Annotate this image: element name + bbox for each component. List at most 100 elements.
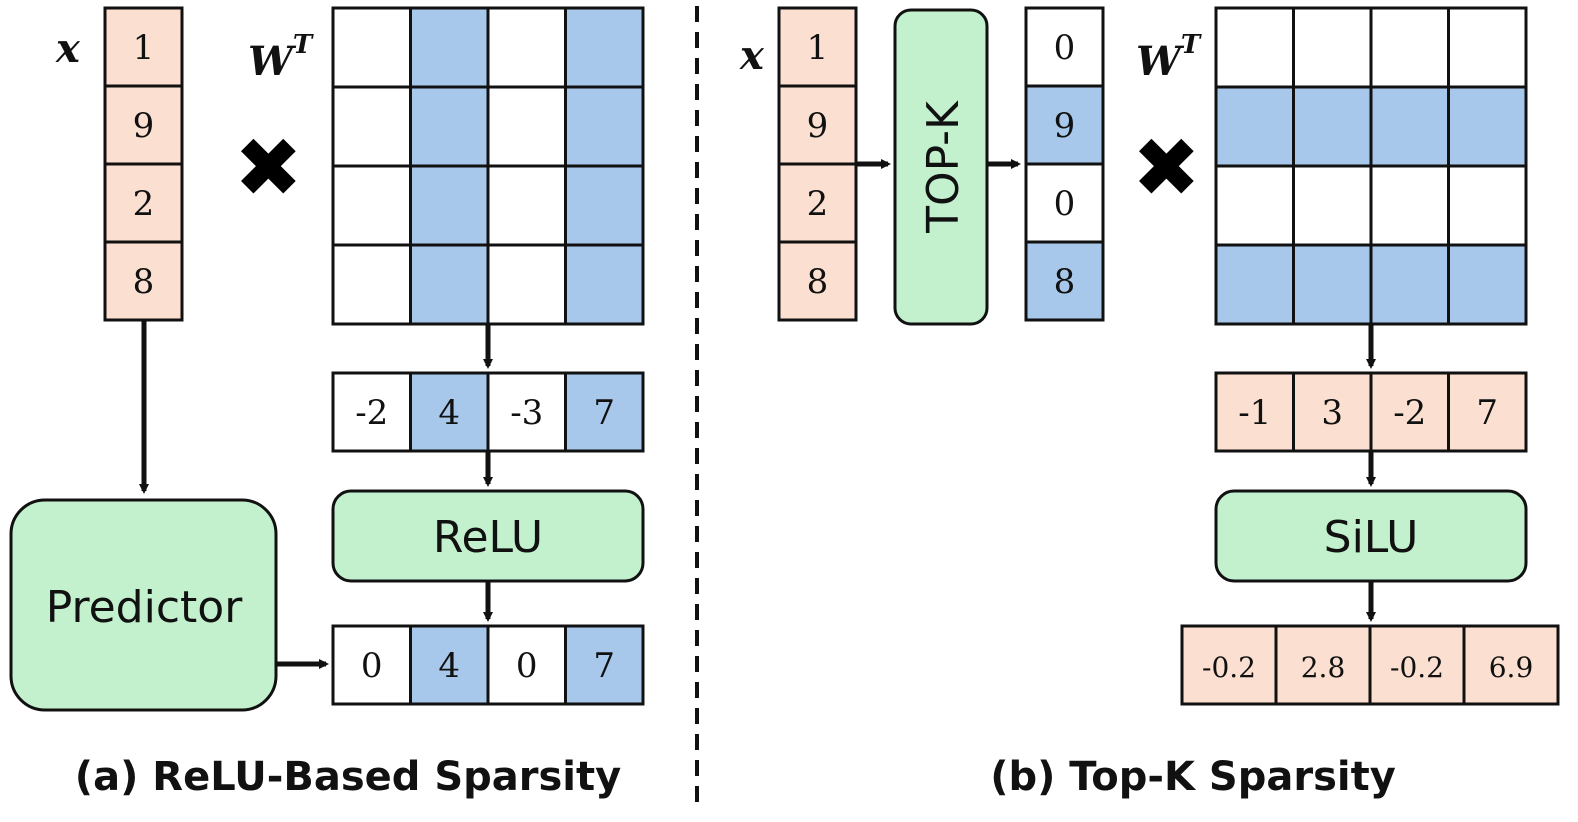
right-topk-cell: [1024, 240, 1105, 322]
right-matrix-cell: [1292, 85, 1373, 168]
right-x-cell-value: 2: [807, 184, 829, 224]
right-topk-vector: 0 9 0 8: [1024, 6, 1105, 322]
right-w-label: WT: [1136, 30, 1202, 85]
left-x-cell-value: 2: [133, 184, 155, 224]
right-topk-cell-value: 0: [1054, 184, 1076, 224]
left-pre-cell-value: 4: [438, 393, 460, 433]
left-x-label: x: [55, 25, 81, 72]
right-x-cell-value: 9: [807, 106, 829, 146]
right-x-cell: [777, 162, 858, 244]
right-post-cell: [1180, 624, 1278, 706]
left-matrix-cell: [331, 85, 412, 168]
right-matrix-cell: [1292, 164, 1373, 247]
right-pre-cell-value: -1: [1238, 393, 1271, 433]
relu-label: ReLU: [433, 512, 543, 563]
right-topk-cell: [1024, 84, 1105, 166]
right-topk-cell: [1024, 162, 1105, 244]
left-pre-cell: [564, 371, 645, 453]
left-matrix-cell: [564, 243, 645, 326]
left-matrix-cell: [331, 243, 412, 326]
right-caption: (b) Top-K Sparsity: [990, 754, 1396, 800]
right-pre-activation-vector: -1 3 -2 7: [1214, 371, 1528, 453]
left-post-cell: [409, 624, 490, 706]
right-matrix-cell: [1369, 164, 1450, 247]
right-pre-cell-value: 7: [1476, 393, 1498, 433]
right-post-cell: [1368, 624, 1466, 706]
topk-label: TOP-K: [918, 100, 969, 234]
right-matrix-cell: [1214, 164, 1295, 247]
left-weight-matrix: [331, 6, 645, 326]
right-pre-cell: [1447, 371, 1528, 453]
left-post-cell-value: 0: [361, 646, 383, 686]
left-matrix-cell: [564, 164, 645, 247]
right-matrix-cell: [1447, 85, 1528, 168]
left-x-cell-value: 9: [133, 106, 155, 146]
left-post-cell-value: 4: [438, 646, 460, 686]
predictor-box: [9, 498, 278, 712]
left-post-cell: [564, 624, 645, 706]
right-post-cell-value: -0.2: [1202, 651, 1256, 684]
right-matrix-cell: [1447, 243, 1528, 326]
right-x-label: x: [739, 32, 765, 79]
left-post-cell-value: 7: [593, 646, 615, 686]
left-matrix-cell: [409, 243, 490, 326]
topk-box: [893, 8, 989, 326]
left-multiply-icon: ✖: [234, 121, 303, 216]
left-x-cell-value: 8: [133, 262, 155, 302]
right-topk-cell-value: 9: [1054, 106, 1076, 146]
right-weight-matrix: [1214, 6, 1528, 326]
right-x-cell-value: 8: [807, 262, 829, 302]
left-matrix-cell: [486, 6, 567, 89]
predictor-label: Predictor: [46, 582, 243, 633]
right-pre-cell-value: -2: [1393, 393, 1426, 433]
right-pre-cell: [1214, 371, 1295, 453]
right-post-cell: [1462, 624, 1560, 706]
right-w-letter: W: [1136, 38, 1185, 85]
right-x-cell: [777, 84, 858, 166]
left-matrix-cell: [564, 85, 645, 168]
right-post-cell-value: 6.9: [1489, 651, 1534, 684]
right-x-cell: [777, 240, 858, 322]
left-caption: (a) ReLU-Based Sparsity: [75, 754, 621, 800]
right-matrix-cell: [1214, 243, 1295, 326]
left-post-cell: [486, 624, 567, 706]
left-matrix-cell: [486, 85, 567, 168]
left-matrix-cell: [409, 6, 490, 89]
right-x-cell: [777, 6, 858, 88]
right-x-cell-value: 1: [807, 28, 829, 68]
left-matrix-cell: [486, 243, 567, 326]
right-pre-cell-value: 3: [1321, 393, 1343, 433]
right-matrix-cell: [1447, 6, 1528, 89]
left-matrix-cell: [486, 164, 567, 247]
left-pre-cell-value: -3: [510, 393, 543, 433]
right-topk-cell-value: 0: [1054, 28, 1076, 68]
left-matrix-cell: [331, 164, 412, 247]
left-x-cell-value: 1: [133, 28, 155, 68]
right-topk-cell-value: 8: [1054, 262, 1076, 302]
right-topk-cell: [1024, 6, 1105, 88]
left-w-sup: T: [293, 30, 314, 60]
left-matrix-cell: [331, 6, 412, 89]
right-post-cell-value: -0.2: [1390, 651, 1444, 684]
left-pre-cell-value: -2: [355, 393, 388, 433]
right-matrix-cell: [1214, 6, 1295, 89]
left-post-activation-vector: 0 4 0 7: [331, 624, 645, 706]
right-post-cell-value: 2.8: [1301, 651, 1346, 684]
left-w-label: WT: [248, 30, 314, 85]
left-x-cell: [103, 240, 184, 322]
left-w-letter: W: [248, 38, 297, 85]
left-post-cell-value: 0: [516, 646, 538, 686]
silu-label: SiLU: [1324, 512, 1419, 563]
right-w-sup: T: [1181, 30, 1202, 60]
right-matrix-cell: [1292, 243, 1373, 326]
left-matrix-cell: [409, 85, 490, 168]
right-pre-cell: [1369, 371, 1450, 453]
right-multiply-icon: ✖: [1132, 121, 1201, 216]
left-matrix-cell: [409, 164, 490, 247]
right-matrix-cell: [1369, 85, 1450, 168]
